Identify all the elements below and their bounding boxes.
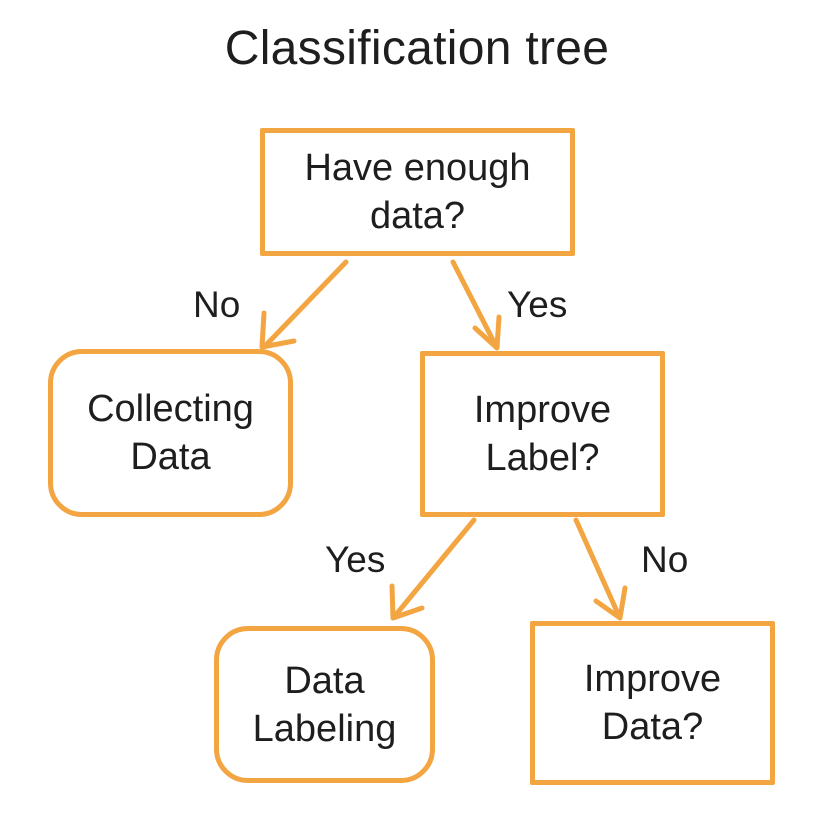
arrowhead-improve-label-icon <box>472 314 502 351</box>
diagram-title: Classification tree <box>224 22 610 75</box>
node-collecting-data: Collecting Data <box>48 349 293 517</box>
node-line: Have enough <box>304 147 531 189</box>
node-improve-data: Improve Data? <box>530 621 775 785</box>
node-text: Improve Data? <box>584 655 721 751</box>
node-line: Data <box>284 659 365 702</box>
node-line: Label? <box>485 437 600 479</box>
node-line: data? <box>369 195 466 237</box>
edge-root-to-collecting <box>263 259 349 348</box>
node-line: Data <box>130 436 211 478</box>
node-have-enough-data: Have enough data? <box>260 128 575 256</box>
edge-label-no-improve-data: No <box>641 539 689 580</box>
edge-label-no-collecting: No <box>193 284 241 325</box>
node-line: Improve <box>583 658 722 700</box>
edge-label-yes-improve-label: Yes <box>507 284 568 325</box>
arrowhead-collecting-icon <box>259 310 297 350</box>
node-line: Labeling <box>252 707 397 750</box>
edge-label-yes-data-labeling: Yes <box>325 539 386 580</box>
node-text: Data Labeling <box>253 657 397 753</box>
node-text: Collecting Data <box>87 385 254 481</box>
arrowhead-improve-data-icon <box>593 585 628 621</box>
node-line: Collecting <box>87 388 254 430</box>
edge-label-to-improve-data <box>573 517 622 619</box>
edge-root-to-improve-label <box>450 259 499 349</box>
node-improve-label: Improve Label? <box>420 351 665 517</box>
node-line: Improve <box>473 389 612 431</box>
node-line: Data? <box>601 706 704 748</box>
edge-label-to-data-labeling <box>391 517 477 620</box>
arrowhead-data-labeling-icon <box>389 583 425 621</box>
node-data-labeling: Data Labeling <box>214 626 435 783</box>
node-text: Have enough data? <box>304 144 530 240</box>
node-text: Improve Label? <box>474 386 611 482</box>
